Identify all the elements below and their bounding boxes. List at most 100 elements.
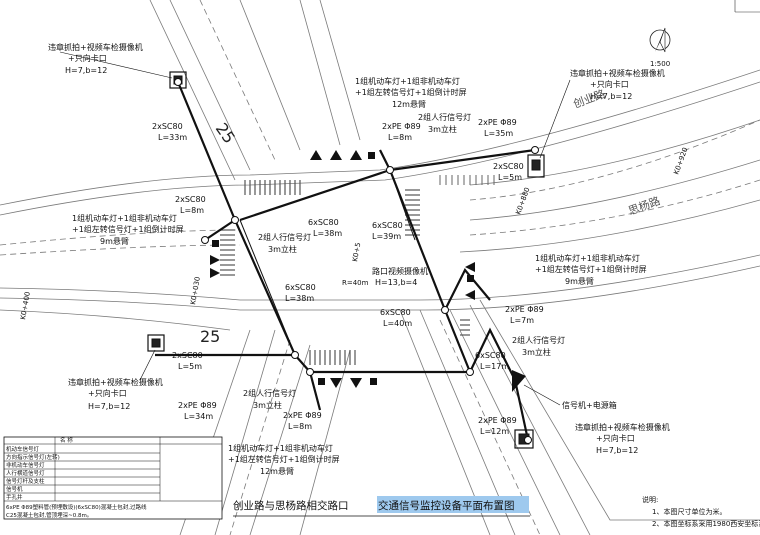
legend-row-1: 机动车信号灯 xyxy=(6,445,40,453)
ped-w-line1: 2组人行信号灯 xyxy=(258,232,311,242)
cam-sw-line2: +只向卡口 xyxy=(88,388,127,398)
ped-e-line1: 2组人行信号灯 xyxy=(512,335,565,345)
annotation-ped-w: 2组人行信号灯 3m立柱 xyxy=(258,232,311,254)
legend-row-3: 非机动车信号灯 xyxy=(6,461,45,469)
sig-e-line3: 9m悬臂 xyxy=(565,276,594,286)
pipe-7-a: 6xSC80 xyxy=(372,221,403,230)
sig-n-line1: 1组机动车灯+1组非机动车灯 xyxy=(355,76,460,86)
cam-ne-line2: +只向卡口 xyxy=(590,79,629,89)
legend-header: 名 称 xyxy=(60,436,73,444)
sig-e-line1: 1组机动车灯+1组非机动车灯 xyxy=(535,253,640,263)
sig-s-line1: 1组机动车灯+1组非机动车灯 xyxy=(228,443,333,453)
legend-table: 名 称 机动车信号灯 方向指示信号灯(左转) 非机动车信号灯 人行横道信号灯 信… xyxy=(3,436,223,520)
pipe-8-b: L=38m xyxy=(285,294,314,303)
pipe-14-a: 6xSC80 xyxy=(475,351,506,360)
pipe-5-a: 2xSC80 xyxy=(175,195,206,204)
pipe-6-a: 6xSC80 xyxy=(308,218,339,227)
annotation-ped-e: 2组人行信号灯 3m立柱 xyxy=(512,335,565,357)
sig-s-line2: +1组左转信号灯+1组倒计时屏 xyxy=(228,454,340,464)
cam-se-line2: +只向卡口 xyxy=(596,433,635,443)
signal-lights-w-icon xyxy=(210,240,220,278)
pipe-7-b: L=39m xyxy=(372,232,401,241)
pipe-3-b: L=35m xyxy=(484,129,513,138)
title-prefix: 创业路与思杨路相交路口 xyxy=(233,499,349,512)
pipe-14-b: L=17m xyxy=(480,362,509,371)
chainage-ne2: K0+880 xyxy=(514,186,531,215)
legend-row-2: 方向指示信号灯(左转) xyxy=(6,453,60,461)
road-width-sw: 25 xyxy=(200,327,220,346)
notes-line-2: 2、本图坐标系采用1980西安坐标系。 xyxy=(652,519,760,528)
title-highlight: 交通信号监控设备平面布置图 xyxy=(378,499,515,512)
annotation-cam-nw: 违章抓拍+视频车检摄像机 +只向卡口 H=7,b=12 xyxy=(48,42,173,79)
pipe-1-a: 2xSC80 xyxy=(152,122,183,131)
pipe-8-a: 6xSC80 xyxy=(285,283,316,292)
cam-nw-line2: +只向卡口 xyxy=(68,53,107,63)
sig-n-line3: 12m悬臂 xyxy=(392,99,426,109)
cam-se-line3: H=7,b=12 xyxy=(596,446,638,455)
legend-footer-2: C25混凝土包封,管顶埋深~0.8m。 xyxy=(6,511,92,519)
pipe-1-b: L=33m xyxy=(158,133,187,142)
pipe-11-b: L=5m xyxy=(178,362,202,371)
cabinet-line1: 信号机+电源箱 xyxy=(562,400,617,410)
cam-se-line1: 违章抓拍+视频车检摄像机 xyxy=(575,422,670,432)
annotation-sig-w: 1组机动车灯+1组非机动车灯 +1组左转信号灯+1组倒计时屏 9m悬臂 xyxy=(72,213,184,246)
cam-ne-line3: H=7,b=12 xyxy=(590,92,632,101)
pipe-6-b: L=38m xyxy=(313,229,342,238)
notes-line-1: 1、本图尺寸单位为米。 xyxy=(652,507,726,516)
pipe-4-b: L=5m xyxy=(498,173,522,182)
camera-sw-icon xyxy=(147,334,165,352)
legend-row-4: 人行横道信号灯 xyxy=(6,469,45,477)
cam-nw-line3: H=7,b=12 xyxy=(65,66,107,75)
annotation-ped-n: 2组人行信号灯 3m立柱 xyxy=(418,112,471,134)
annotation-sig-e: 1组机动车灯+1组非机动车灯 +1组左转信号灯+1组倒计时屏 9m悬臂 xyxy=(535,253,647,286)
cable-routes xyxy=(155,81,536,441)
annotation-cam-ne: 违章抓拍+视频车检摄像机 +只向卡口 H=7,b=12 xyxy=(539,68,665,159)
pipe-3-a: 2xPE Φ89 xyxy=(478,118,517,127)
road-width-nw: 25 xyxy=(212,119,239,147)
road-name-siyang: 思杨路 xyxy=(626,193,662,217)
annotation-cam-se: 违章抓拍+视频车检摄像机 +只向卡口 H=7,b=12 xyxy=(575,422,670,455)
pipe-15-b: L=12m xyxy=(480,427,509,436)
drawing-title: 创业路与思杨路相交路口 交通信号监控设备平面布置图 xyxy=(233,496,530,517)
chainage-ne1: K0+920 xyxy=(672,146,689,175)
camera-ne-icon xyxy=(527,154,545,178)
annotation-cam-sw: 违章抓拍+视频车检摄像机 +只向卡口 H=7,b=12 xyxy=(68,349,163,411)
signal-lights-s-icon xyxy=(318,378,377,388)
ped-s-line2: 3m立柱 xyxy=(253,400,282,410)
annotation-sig-s: 1组机动车灯+1组非机动车灯 +1组左转信号灯+1组倒计时屏 12m悬臂 xyxy=(228,443,340,476)
notes-heading: 说明: xyxy=(642,495,658,504)
legend-row-7: 手孔井 xyxy=(6,493,23,501)
cam-sw-line1: 违章抓拍+视频车检摄像机 xyxy=(68,377,163,387)
pipe-13-a: 2xPE Φ89 xyxy=(283,411,322,420)
pipe-5-b: L=8m xyxy=(180,206,204,215)
chainage-center: K0+5 xyxy=(351,242,362,262)
annotation-ped-s: 2组人行信号灯 3m立柱 xyxy=(243,388,296,410)
ped-s-line1: 2组人行信号灯 xyxy=(243,388,296,398)
ped-e-line2: 3m立柱 xyxy=(522,347,551,357)
pipe-13-b: L=8m xyxy=(288,422,312,431)
sig-e-line2: +1组左转信号灯+1组倒计时屏 xyxy=(535,264,647,274)
ped-w-line2: 3m立柱 xyxy=(268,244,297,254)
pipe-11-a: 2xSC80 xyxy=(172,351,203,360)
pipe-9-a: 6xSC80 xyxy=(380,308,411,317)
handhole-icons xyxy=(174,78,539,444)
notes: 说明: 1、本图尺寸单位为米。 2、本图坐标系采用1980西安坐标系。 xyxy=(642,495,760,528)
north-arrow-scale: 1:500 xyxy=(650,60,670,68)
pipe-15-a: 2xPE Φ89 xyxy=(478,416,517,425)
video-line2: H=13,b=4 xyxy=(375,278,417,287)
cam-nw-line1: 违章抓拍+视频车检摄像机 xyxy=(48,42,143,52)
signal-lights-n-icon xyxy=(310,150,375,160)
signal-lights-e-icon xyxy=(465,262,475,300)
video-line1: 路口视频摄像机 xyxy=(372,266,428,276)
ped-n-line1: 2组人行信号灯 xyxy=(418,112,471,122)
pipe-4-a: 2xSC80 xyxy=(493,162,524,171)
sig-w-line2: +1组左转信号灯+1组倒计时屏 xyxy=(72,224,184,234)
pipe-12-b: L=34m xyxy=(184,412,213,421)
pipe-9-b: L=40m xyxy=(383,319,412,328)
pipe-10-a: 2xPE Φ89 xyxy=(505,305,544,314)
legend-row-5: 信号灯杆及支柱 xyxy=(6,477,45,485)
pipe-10-b: L=7m xyxy=(510,316,534,325)
sig-w-line3: 9m悬臂 xyxy=(100,236,129,246)
ped-n-line2: 3m立柱 xyxy=(428,124,457,134)
